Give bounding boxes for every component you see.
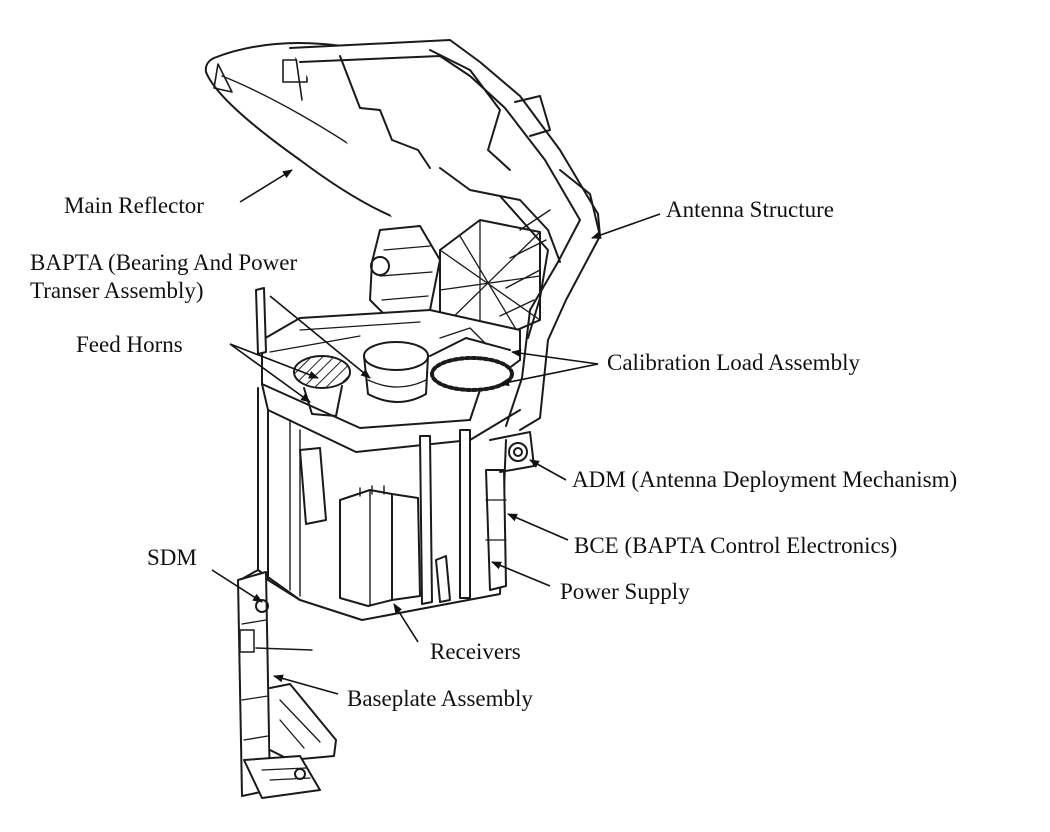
feed-horns-leader-1 (229, 343, 319, 379)
feed-horns-leader-2 (229, 343, 311, 403)
label-antenna-structure: Antenna Structure (666, 197, 834, 222)
adm-leader (529, 459, 567, 481)
label-feed-horns: Feed Horns (76, 332, 183, 357)
main-body-drawing (239, 387, 535, 621)
instrument-deck-drawing (261, 309, 521, 453)
baseplate-leader (273, 674, 339, 695)
label-adm: ADM (Antenna Deployment Mechanism) (572, 467, 958, 492)
label-receivers: Receivers (430, 639, 521, 664)
label-calibration-load: Calibration Load Assembly (607, 350, 860, 375)
bce-leader (507, 513, 569, 541)
label-bapta-line2: Transer Assembly) (30, 278, 204, 303)
calibration-leader-2 (499, 363, 599, 387)
calibration-leader-1 (511, 349, 599, 365)
label-bce: BCE (BAPTA Control Electronics) (574, 533, 898, 558)
label-sdm: SDM (147, 545, 197, 570)
left-post-drawing (255, 287, 267, 355)
power-supply-leader (491, 561, 551, 587)
antenna-structure-drawing (289, 39, 601, 431)
receivers-leader (393, 603, 419, 643)
main-reflector-leader (239, 169, 293, 203)
leader-lines (211, 169, 661, 695)
label-baseplate: Baseplate Assembly (347, 686, 533, 711)
label-power-supply: Power Supply (560, 579, 690, 604)
sdm-baseplate-drawing (237, 571, 337, 799)
label-main-reflector: Main Reflector (64, 193, 204, 218)
sdm-leader (211, 569, 263, 603)
antenna-structure-leader (591, 213, 661, 239)
label-bapta-line1: BAPTA (Bearing And Power (30, 250, 298, 275)
bapta-leader (269, 295, 371, 379)
